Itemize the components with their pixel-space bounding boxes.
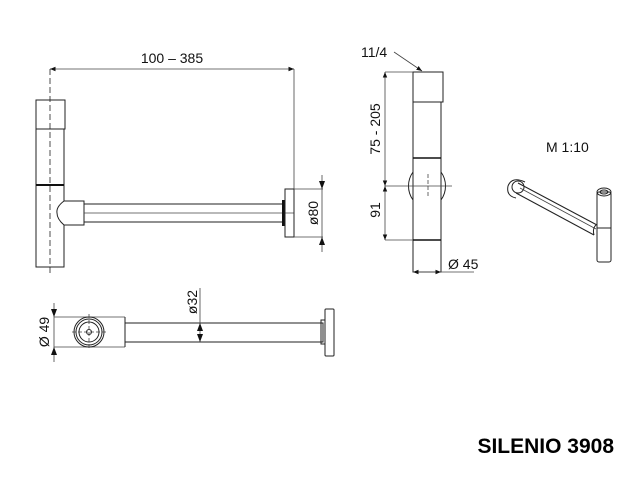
side-view: 11/4 75 - 205 91 Ø 45: [361, 44, 479, 275]
thread-label: 11/4: [361, 44, 387, 60]
siphon-cap: [412, 71, 444, 103]
width-range-label: 100 – 385: [141, 50, 203, 66]
siphon-body: [35, 128, 65, 268]
height-range-label: 75 - 205: [367, 103, 383, 155]
arm-diameter-label: ø32: [184, 290, 200, 314]
plan-view: Ø 49 ø32: [36, 288, 335, 362]
pipe-diameter-label: Ø 45: [448, 256, 479, 272]
isometric-view: [507, 179, 612, 263]
siphon-cap: [35, 99, 66, 130]
product-title: SILENIO 3908: [477, 435, 614, 458]
elbow: [56, 200, 85, 226]
body-diameter-label: Ø 49: [36, 317, 52, 348]
siphon-body: [412, 101, 442, 273]
wall-flange: [284, 188, 295, 238]
wall-flange: [324, 308, 335, 357]
front-view: 100 – 385 ø80: [35, 50, 325, 276]
thread-leader: [393, 51, 423, 72]
scale-label: M 1:10: [546, 139, 589, 155]
lower-height-label: 91: [367, 202, 383, 218]
flange-diameter-label: ø80: [305, 201, 321, 225]
arm-ring: [282, 200, 285, 226]
arm-pipe: [124, 322, 324, 343]
